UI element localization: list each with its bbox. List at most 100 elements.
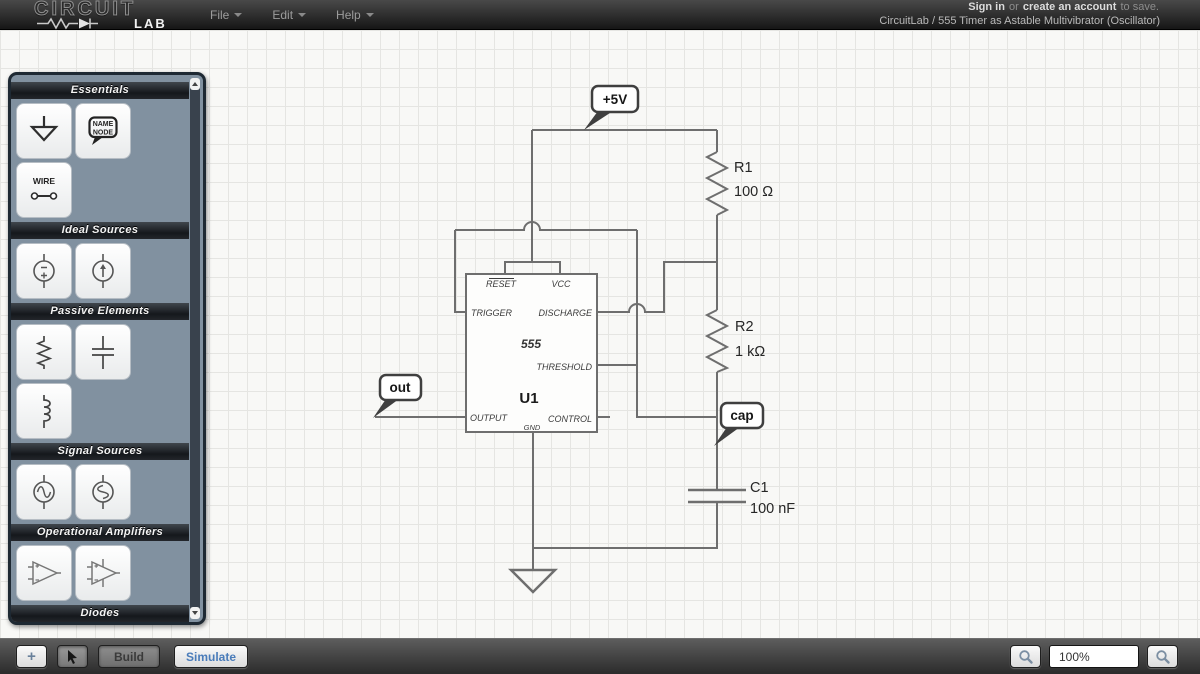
menu-file-label: File <box>210 7 230 22</box>
pin-vcc-label: VCC <box>551 279 571 289</box>
svg-text:NAME: NAME <box>93 121 114 128</box>
zoom-in-button[interactable] <box>1147 645 1178 668</box>
pan-icon: + <box>27 648 36 665</box>
pin-gnd-label: GND <box>524 423 541 432</box>
menu-help[interactable]: Help <box>336 8 374 22</box>
account-line: Sign in or create an account to save. <box>879 1 1160 14</box>
name-node-icon: NAME NODE <box>88 116 118 145</box>
pin-discharge-label: DISCHARGE <box>538 308 593 318</box>
resistor-r2-symbol[interactable] <box>704 309 730 373</box>
section-header-passive-elements: Passive Elements <box>11 303 189 320</box>
r2-value-label: 1 kΩ <box>735 344 765 360</box>
create-account-link[interactable]: create an account <box>1022 1 1117 13</box>
palette-current-source-button[interactable] <box>75 243 131 299</box>
palette-scrollbar[interactable] <box>190 78 200 619</box>
node-cap-text: cap <box>730 408 753 423</box>
palette-op-amp-advanced-button[interactable] <box>75 545 131 601</box>
ground-symbol[interactable] <box>507 568 559 594</box>
pin-threshold-label: THRESHOLD <box>536 362 592 372</box>
wire-power-rail[interactable] <box>504 129 717 274</box>
logo-text-circuit: CIRCUIT <box>34 0 137 20</box>
palette-op-amp-button[interactable] <box>16 545 72 601</box>
logo-text-lab: LAB <box>134 15 167 31</box>
logo-schematic-icon <box>37 16 98 30</box>
palette-capacitor-button[interactable] <box>75 324 131 380</box>
u1-ref-label: U1 <box>519 390 538 407</box>
menu-edit-label: Edit <box>272 7 294 22</box>
node-label-power[interactable]: +5V <box>584 84 640 130</box>
c1-ref-label: C1 <box>750 480 769 496</box>
zoom-out-button[interactable] <box>1010 645 1041 668</box>
capacitor-c1[interactable]: C1 100 nF <box>688 480 795 517</box>
magnifier-icon <box>1155 649 1170 664</box>
bottom-toolbar: + Build Simulate <box>0 638 1200 674</box>
caret-down-icon <box>298 12 307 17</box>
wire-right-rail[interactable] <box>532 130 718 570</box>
op-amp-icon <box>28 560 61 586</box>
svg-text:WIRE: WIRE <box>33 176 56 186</box>
pin-reset-label: RESET <box>486 279 518 289</box>
simulate-mode-button[interactable]: Simulate <box>174 645 248 668</box>
zoom-level-input[interactable] <box>1049 645 1139 668</box>
c1-value-label: 100 nF <box>750 501 795 517</box>
node-label-cap[interactable]: cap <box>714 401 765 446</box>
palette-current-signal-source-button[interactable] <box>75 464 131 520</box>
sign-in-link[interactable]: Sign in <box>968 1 1005 13</box>
r2-ref-label: R2 <box>735 319 754 335</box>
node-out-text: out <box>390 380 411 395</box>
pin-trigger-label: TRIGGER <box>471 308 513 318</box>
palette-name-node-button[interactable]: NAME NODE <box>75 103 131 159</box>
section-header-essentials: Essentials <box>11 82 189 99</box>
ic-body[interactable] <box>465 273 598 433</box>
r1-ref-label: R1 <box>734 160 753 176</box>
schematic-drawing: R1 100 Ω R2 1 kΩ C1 100 nF <box>373 84 795 594</box>
to-save-text: to save. <box>1120 1 1159 13</box>
scroll-down-button[interactable] <box>190 607 200 619</box>
scroll-up-button[interactable] <box>190 78 200 90</box>
voltage-signal-source-icon <box>33 475 55 509</box>
component-palette-panel: Essentials NAME NODE <box>8 72 206 625</box>
wire-discharge[interactable] <box>597 261 717 313</box>
resistor-r1[interactable]: R1 100 Ω <box>704 151 773 216</box>
top-menu-bar: CIRCUIT LAB File Edit Help <box>0 0 1200 31</box>
capacitor-c1-symbol[interactable] <box>688 488 746 504</box>
palette-inductor-button[interactable] <box>16 383 72 439</box>
pan-tool-button[interactable]: + <box>16 645 47 668</box>
r1-value-label: 100 Ω <box>734 184 773 200</box>
caret-down-icon <box>234 12 243 17</box>
wire-feedback[interactable] <box>454 221 717 418</box>
ground-icon <box>29 116 59 142</box>
palette-voltage-signal-source-button[interactable] <box>16 464 72 520</box>
circuit-wires[interactable] <box>375 129 718 570</box>
svg-text:NODE: NODE <box>93 130 114 137</box>
arrow-down-icon <box>192 611 198 615</box>
section-header-ideal-sources: Ideal Sources <box>11 222 189 239</box>
palette-voltage-source-button[interactable] <box>16 243 72 299</box>
palette-ground-button[interactable] <box>16 103 72 159</box>
menu-help-label: Help <box>336 7 361 22</box>
node-label-out[interactable]: out <box>373 373 423 418</box>
document-title: CircuitLab / 555 Timer as Astable Multiv… <box>879 15 1160 27</box>
op-amp-advanced-icon <box>87 559 120 587</box>
circuitlab-logo[interactable]: CIRCUIT LAB <box>34 0 184 31</box>
build-mode-button[interactable]: Build <box>98 645 160 668</box>
current-signal-source-icon <box>92 475 114 509</box>
caret-down-icon <box>365 12 374 17</box>
capacitor-icon <box>92 336 114 369</box>
palette-wire-button[interactable]: WIRE <box>16 162 72 218</box>
palette-resistor-button[interactable] <box>16 324 72 380</box>
menu-edit[interactable]: Edit <box>272 7 307 22</box>
arrow-up-icon <box>192 82 198 86</box>
menu-file[interactable]: File <box>210 7 243 22</box>
section-header-diodes: Diodes <box>11 605 189 622</box>
pin-output-label: OUTPUT <box>470 413 509 423</box>
resistor-r2[interactable]: R2 1 kΩ <box>704 309 765 373</box>
magnifier-icon <box>1018 649 1033 664</box>
current-source-icon <box>92 254 114 288</box>
select-tool-button[interactable] <box>57 645 88 668</box>
resistor-r1-symbol[interactable] <box>704 151 730 216</box>
menu-group: File Edit Help <box>210 8 374 22</box>
pin-control-label: CONTROL <box>548 414 592 424</box>
ic-u1-555[interactable]: RESET VCC TRIGGER DISCHARGE 555 THRESHOL… <box>465 273 598 433</box>
